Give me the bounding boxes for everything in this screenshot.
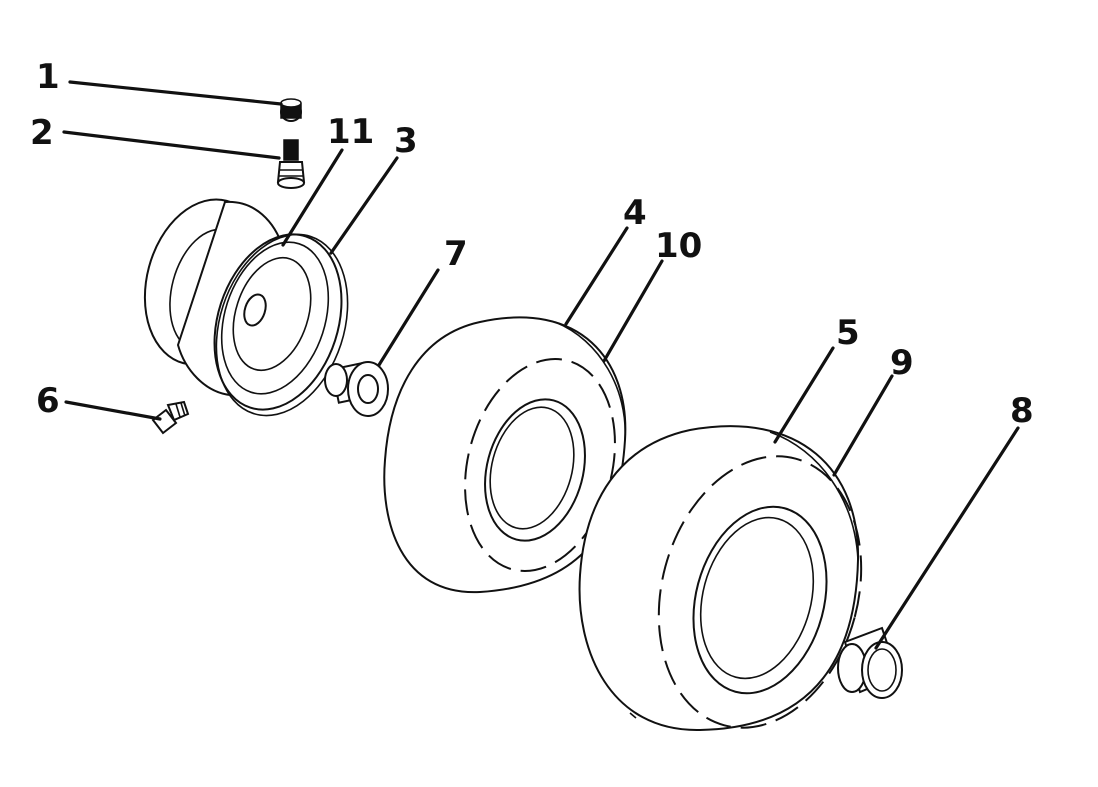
callout-7: 7 [444,234,468,274]
leader-line-7 [377,268,440,367]
end-cap-part [837,626,903,699]
callout-10: 10 [655,226,702,266]
rear-tire-part [578,425,860,732]
callout-labels: 1 2 11 3 4 10 7 5 9 8 6 [30,57,1034,431]
leader-line-11 [281,148,344,247]
wheel-rim-part [143,198,343,411]
leader-line-4 [564,226,629,326]
callout-3: 3 [394,121,418,161]
front-tire-part [383,316,627,594]
callout-5: 5 [836,313,860,353]
rim-tape-part [215,233,349,417]
leader-line-3 [329,156,399,255]
callout-2: 2 [30,113,54,153]
callout-4: 4 [623,193,647,233]
leader-line-10 [602,259,664,363]
bushing-part [324,361,389,417]
leader-line-5 [773,346,835,444]
callout-11: 11 [327,112,374,152]
leader-line-1 [68,80,283,106]
callout-9: 9 [890,343,914,383]
leader-line-2 [62,130,281,160]
grease-fitting-part [151,400,190,435]
rear-tube-part [657,455,863,729]
callout-6: 6 [36,381,60,421]
leader-lines [62,80,1020,650]
leader-line-6 [64,400,162,421]
valve-stem-part [276,139,306,189]
callout-1: 1 [36,57,60,97]
leader-line-9 [832,374,894,477]
callout-8: 8 [1010,391,1034,431]
leader-line-8 [874,426,1020,650]
valve-cap-part [280,98,302,122]
